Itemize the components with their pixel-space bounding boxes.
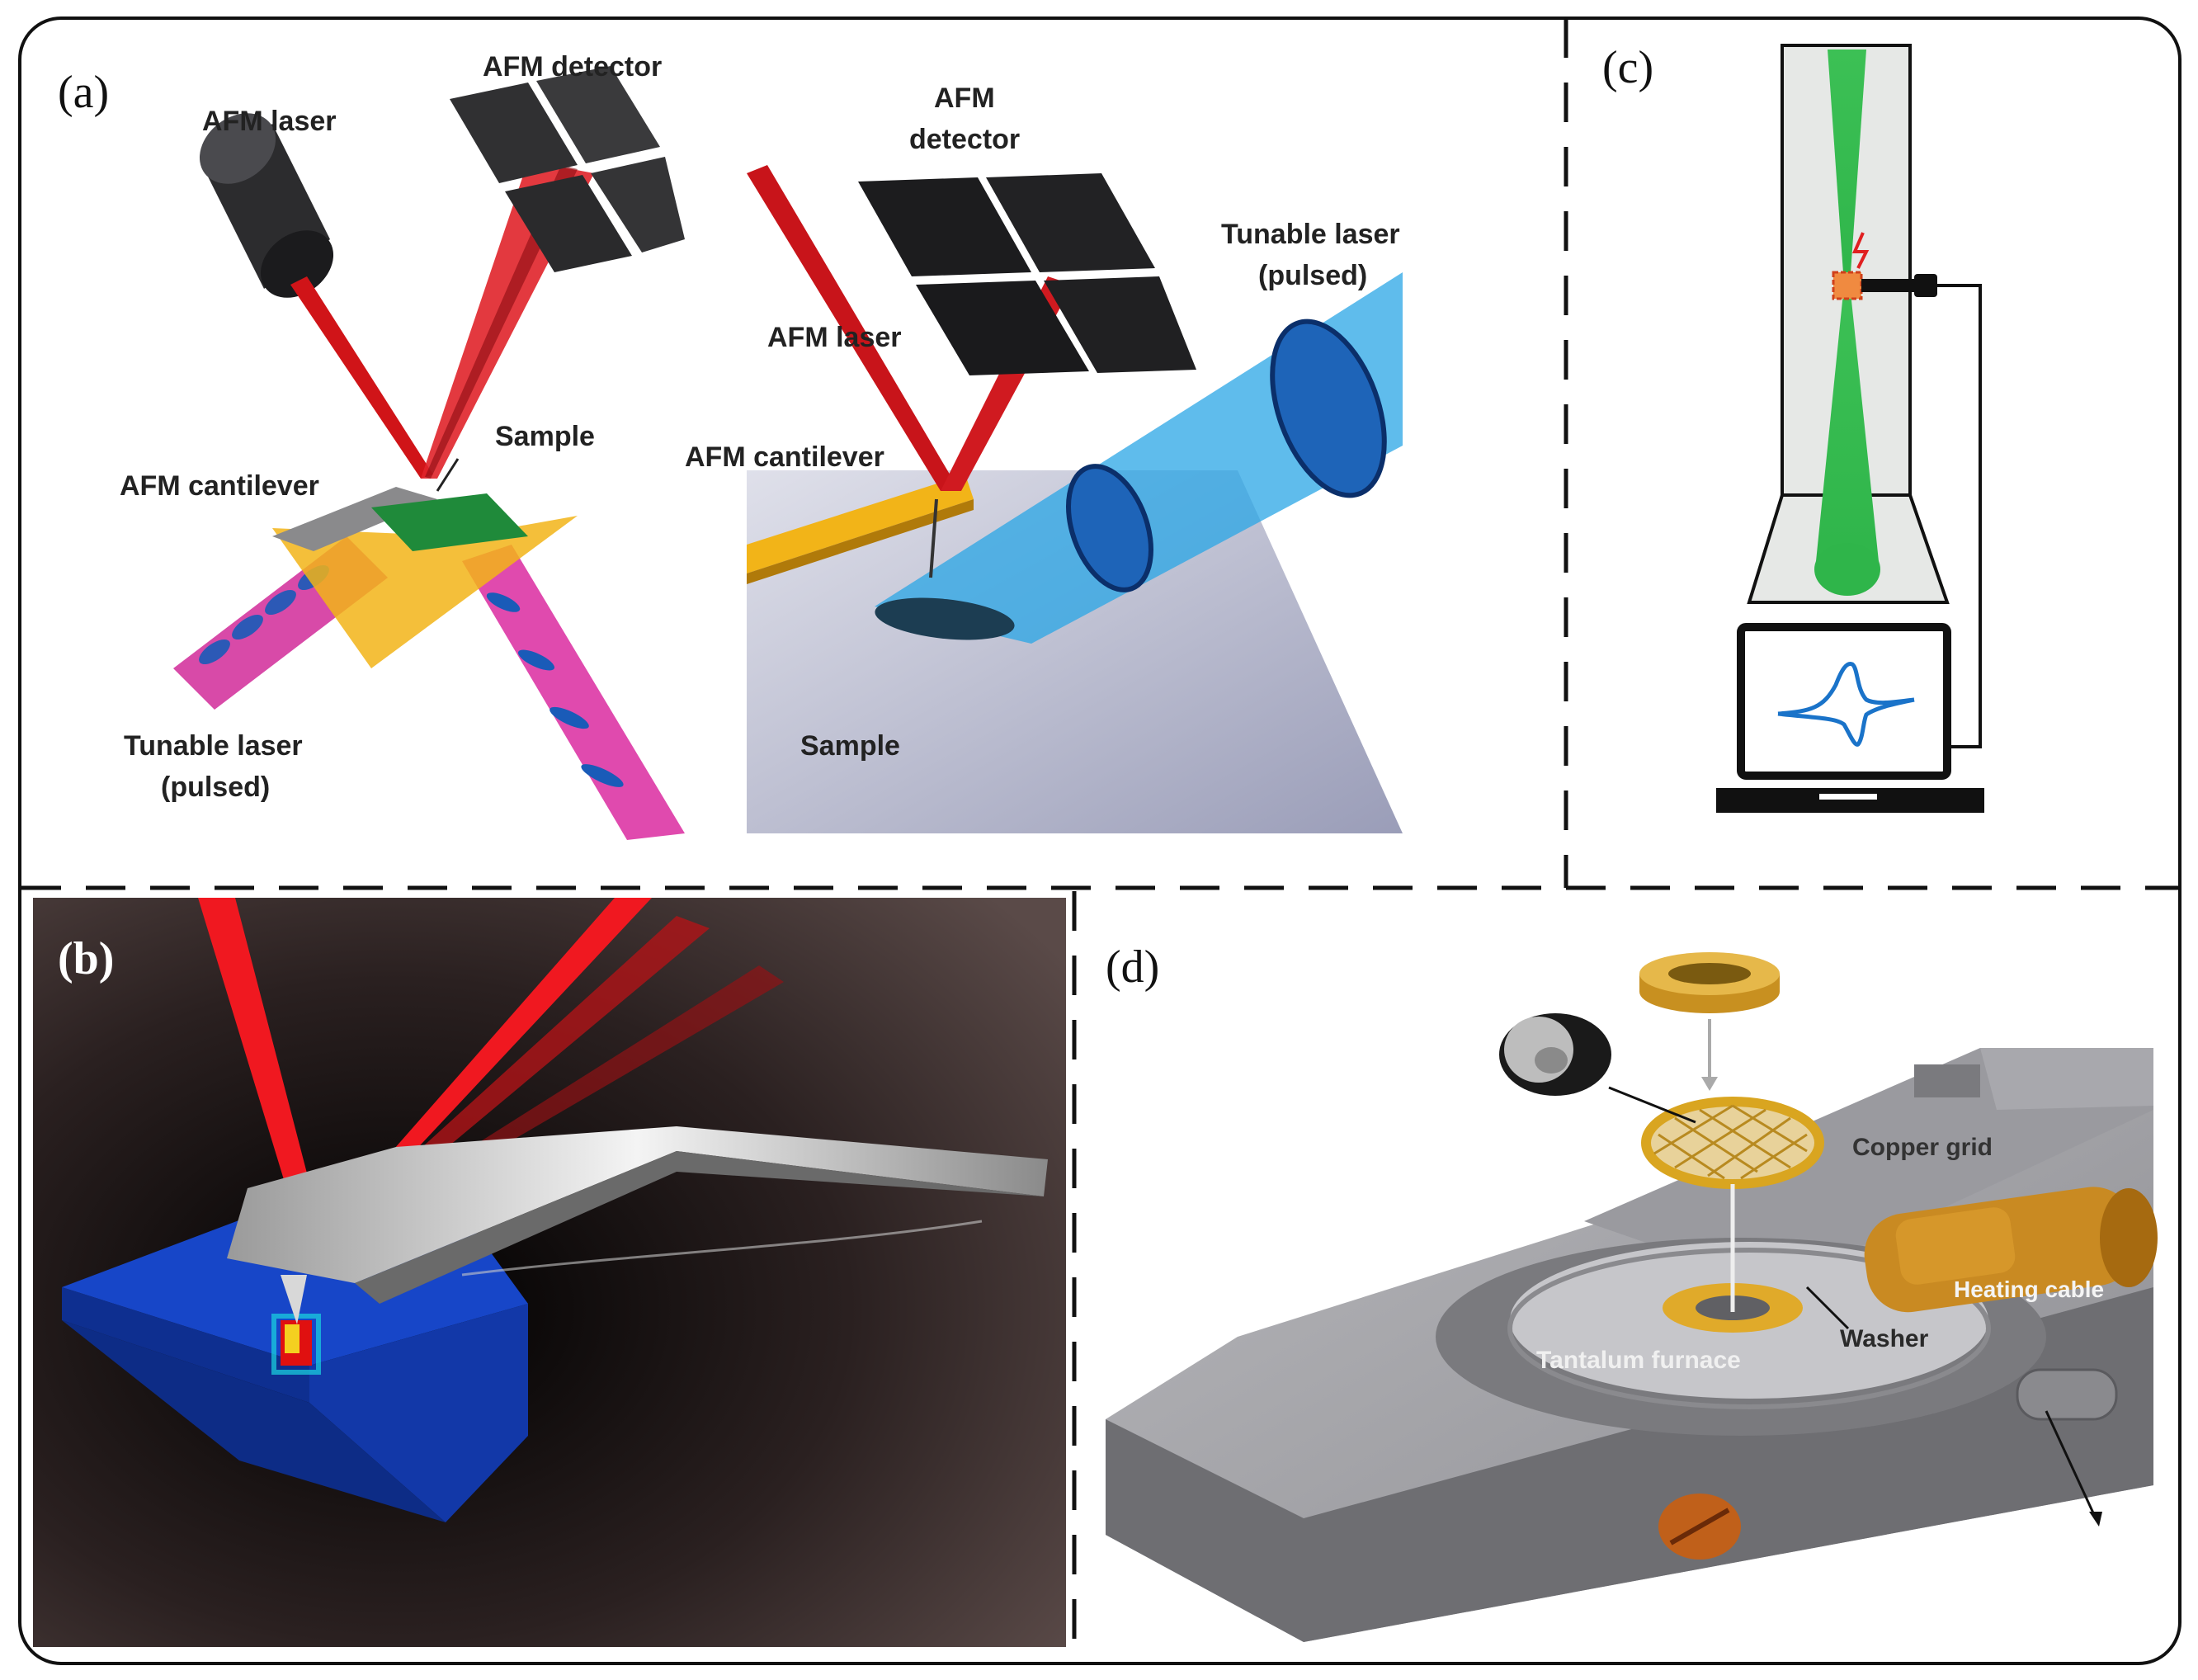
tunable-laser-label-left-2: (pulsed)	[161, 772, 270, 803]
cantilever-b	[227, 1126, 1048, 1283]
afm-detector-label-right-2: detector	[909, 124, 1020, 155]
panel-c: (c)	[1602, 42, 1984, 813]
cv-curve	[1777, 662, 1915, 747]
laser-spot	[875, 597, 1015, 640]
afm-laser-label-right: AFM laser	[767, 322, 902, 353]
heating-cable-label: Heating cable	[1954, 1277, 2104, 1302]
sample-label-right: Sample	[800, 730, 900, 762]
cable	[1937, 284, 1982, 748]
afm-laser-label-left: AFM laser	[202, 106, 337, 137]
afm-laser-source	[199, 113, 334, 298]
panel-dividers	[21, 18, 2178, 1662]
afm-laser-beam-right	[747, 165, 957, 491]
laser-beam-incident	[198, 898, 326, 1250]
electrode	[1832, 271, 1863, 300]
copper-grid-label: Copper grid	[1852, 1134, 1993, 1161]
heating-cable	[1864, 1187, 2158, 1313]
afm-cantilever-label-left: AFM cantilever	[120, 470, 319, 502]
afm-tip	[281, 1275, 307, 1324]
afm-detector-left	[450, 66, 685, 272]
panel-a-right-schematic: AFM detector Tunable laser (pulsed) AFM …	[685, 83, 1403, 833]
laptop-base	[1716, 788, 1984, 813]
afm-detector-right	[858, 173, 1196, 375]
panel-a-left-schematic: AFM laser AFM detector Sample AFM cantil…	[120, 51, 685, 840]
panel-b-label: (b)	[58, 933, 114, 984]
sample-surface	[747, 470, 1403, 833]
panel-a-label: (a)	[58, 67, 109, 118]
prism	[272, 516, 578, 668]
panel-d: (d)	[1106, 941, 2158, 1642]
tantalum-furnace-label: Tantalum furnace	[1536, 1347, 1741, 1374]
sample-label-left: Sample	[495, 421, 595, 452]
panel-a: (a)	[58, 51, 1403, 840]
afm-detector-label-left: AFM detector	[483, 51, 662, 83]
sample-left	[371, 493, 528, 551]
sample-disk-side	[309, 1304, 528, 1522]
washer-label: Washer	[1840, 1325, 1929, 1352]
laptop-screen	[1737, 623, 1951, 780]
tunable-laser-label-right-1: Tunable laser	[1221, 219, 1400, 250]
panel-c-label: (c)	[1602, 42, 1653, 93]
afm-cantilever-left	[272, 487, 437, 551]
panel-b: (b)	[33, 898, 1066, 1647]
tunable-laser-label-right-2: (pulsed)	[1258, 260, 1367, 291]
afm-laser-beam	[290, 276, 433, 479]
figure-frame	[18, 17, 2181, 1665]
spark-icon	[1851, 232, 1870, 269]
afm-cantilever-right	[747, 474, 974, 573]
screw	[1658, 1494, 1741, 1560]
afm-detector-label-right-1: AFM	[934, 83, 995, 114]
afm-cantilever-label-right: AFM cantilever	[685, 441, 884, 473]
green-beam-upper	[1828, 50, 1866, 285]
panel-d-label: (d)	[1106, 941, 1159, 993]
tunable-laser-label-left-1: Tunable laser	[124, 730, 303, 762]
green-beam-lower	[1815, 285, 1880, 569]
